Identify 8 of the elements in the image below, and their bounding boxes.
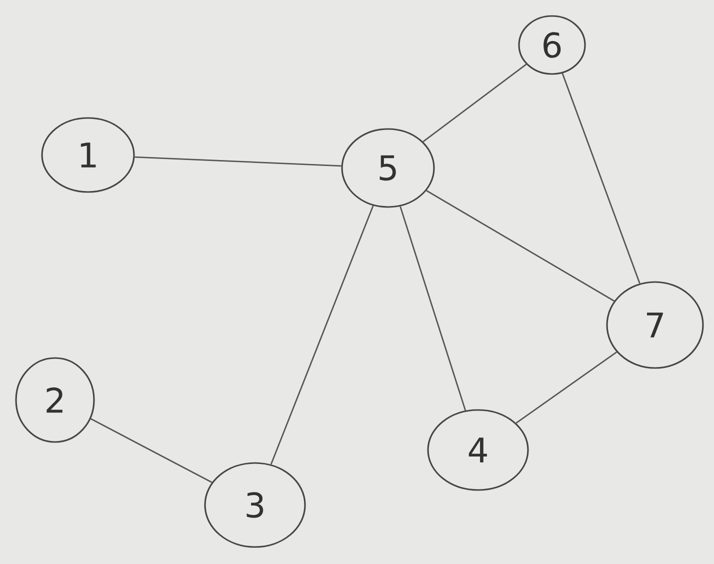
edge-line bbox=[400, 206, 466, 411]
edge-line bbox=[516, 352, 618, 424]
edge-line bbox=[90, 418, 212, 483]
edge-line bbox=[422, 64, 527, 142]
edge-line bbox=[562, 73, 640, 284]
edge-line bbox=[134, 156, 342, 167]
edge-line bbox=[426, 190, 615, 302]
edge-line bbox=[270, 205, 374, 465]
